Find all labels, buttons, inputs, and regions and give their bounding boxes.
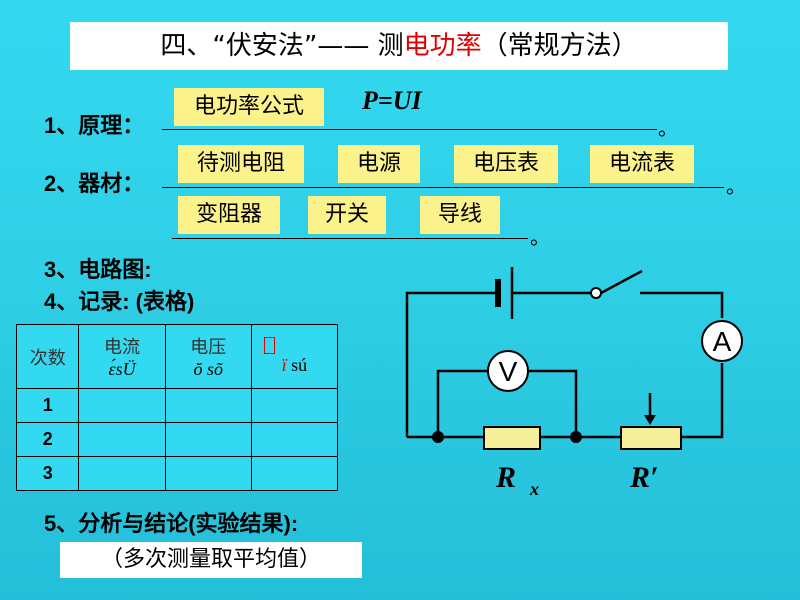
page-title: 四、“伏安法”—— 测电功率（常规方法） xyxy=(70,22,728,70)
voltmeter-symbol: V xyxy=(499,356,518,387)
table-row-number: 3 xyxy=(15,456,80,491)
table-header-power-rest: sú xyxy=(286,355,308,375)
table-cell xyxy=(164,388,252,423)
table-header-power-unit: ï sú xyxy=(252,355,337,376)
record-table: 次数 电流 ɛ́sÜ 电压 ŏ sõ ï sú 1 2 3 xyxy=(15,324,339,491)
table-row-number: 1 xyxy=(15,388,80,423)
table-header-current: 电流 ɛ́sÜ xyxy=(78,324,166,389)
equipment-tag-rheostat: 变阻器 xyxy=(178,196,280,234)
table-header-current-unit: ɛ́sÜ xyxy=(108,359,136,379)
table-header-voltage: 电压 ŏ sõ xyxy=(164,324,252,389)
label-rx-subscript: x xyxy=(529,479,539,499)
equipment-tag-voltmeter: 电压表 xyxy=(454,145,558,183)
table-header-power-glyph xyxy=(252,337,337,355)
resistor-rx xyxy=(483,426,541,450)
junction-right xyxy=(570,431,582,443)
principle-period: 。 xyxy=(658,116,678,140)
table-cell xyxy=(164,456,252,491)
table-row: 3 xyxy=(15,456,339,491)
table-header-power-red: ï xyxy=(281,355,287,375)
switch-lever xyxy=(600,269,643,295)
equipment-label: 2、器材： xyxy=(44,171,145,196)
wire-voltmeter-left xyxy=(436,369,488,437)
label-rprime: R′ xyxy=(629,461,658,494)
equipment-tag-wire: 导线 xyxy=(420,196,500,234)
table-header-count: 次数 xyxy=(15,324,80,389)
equipment-underline-1 xyxy=(162,187,724,188)
principle-formula: P=UI xyxy=(362,86,422,115)
principle-tag: 电功率公式 xyxy=(174,88,324,126)
table-row-number: 2 xyxy=(15,422,80,457)
table-header-power: ï sú xyxy=(250,324,339,389)
table-row: 1 xyxy=(15,388,339,423)
table-cell xyxy=(250,388,339,423)
equipment-period-2: 。 xyxy=(530,225,550,249)
ammeter-icon xyxy=(701,320,743,362)
equipment-underline-2 xyxy=(172,238,528,239)
table-cell xyxy=(78,456,166,491)
wire-top-right xyxy=(640,291,724,318)
circuit-label: 3、电路图: xyxy=(44,257,152,282)
principle-underline xyxy=(162,129,657,130)
label-rx: R xyxy=(495,461,516,494)
equipment-tag-ammeter: 电流表 xyxy=(590,145,694,183)
record-label: 4、记录: (表格) xyxy=(44,289,195,314)
ammeter-symbol: A xyxy=(713,326,732,357)
switch-contact xyxy=(590,287,602,299)
table-row: 2 xyxy=(15,422,339,457)
equipment-tag-power: 电源 xyxy=(338,145,420,183)
rheostat xyxy=(620,426,682,450)
table-header-row: 次数 电流 ɛ́sÜ 电压 ŏ sõ ï sú xyxy=(15,324,339,389)
analysis-label: 5、分析与结论(实验结果): xyxy=(44,511,299,536)
voltmeter-icon xyxy=(487,350,529,392)
title-suffix: （常规方法） xyxy=(481,31,638,61)
equipment-tag-resistor: 待测电阻 xyxy=(178,145,304,183)
missing-glyph-icon xyxy=(263,337,275,354)
table-cell xyxy=(78,388,166,423)
table-header-current-label: 电流 xyxy=(104,337,141,357)
table-cell xyxy=(78,422,166,457)
equipment-tag-switch: 开关 xyxy=(308,196,386,234)
circuit-diagram: A V R x R′ xyxy=(405,267,743,499)
table-header-voltage-label: 电压 xyxy=(190,337,227,357)
wire-left xyxy=(405,291,498,437)
principle-label: 1、原理： xyxy=(44,113,145,138)
conclusion-box: （多次测量取平均值） xyxy=(60,542,362,578)
slider-arrow-head xyxy=(644,415,656,425)
equipment-period-1: 。 xyxy=(726,174,746,198)
wire-voltmeter-right xyxy=(528,369,578,437)
table-cell xyxy=(250,422,339,457)
table-cell xyxy=(250,456,339,491)
title-prefix: 四、“伏安法”—— 测 xyxy=(160,31,404,61)
junction-left xyxy=(432,431,444,443)
table-header-voltage-unit: ŏ sõ xyxy=(193,359,223,379)
table-cell xyxy=(164,422,252,457)
wire-right xyxy=(681,363,724,439)
title-highlight: 电功率 xyxy=(403,31,482,61)
